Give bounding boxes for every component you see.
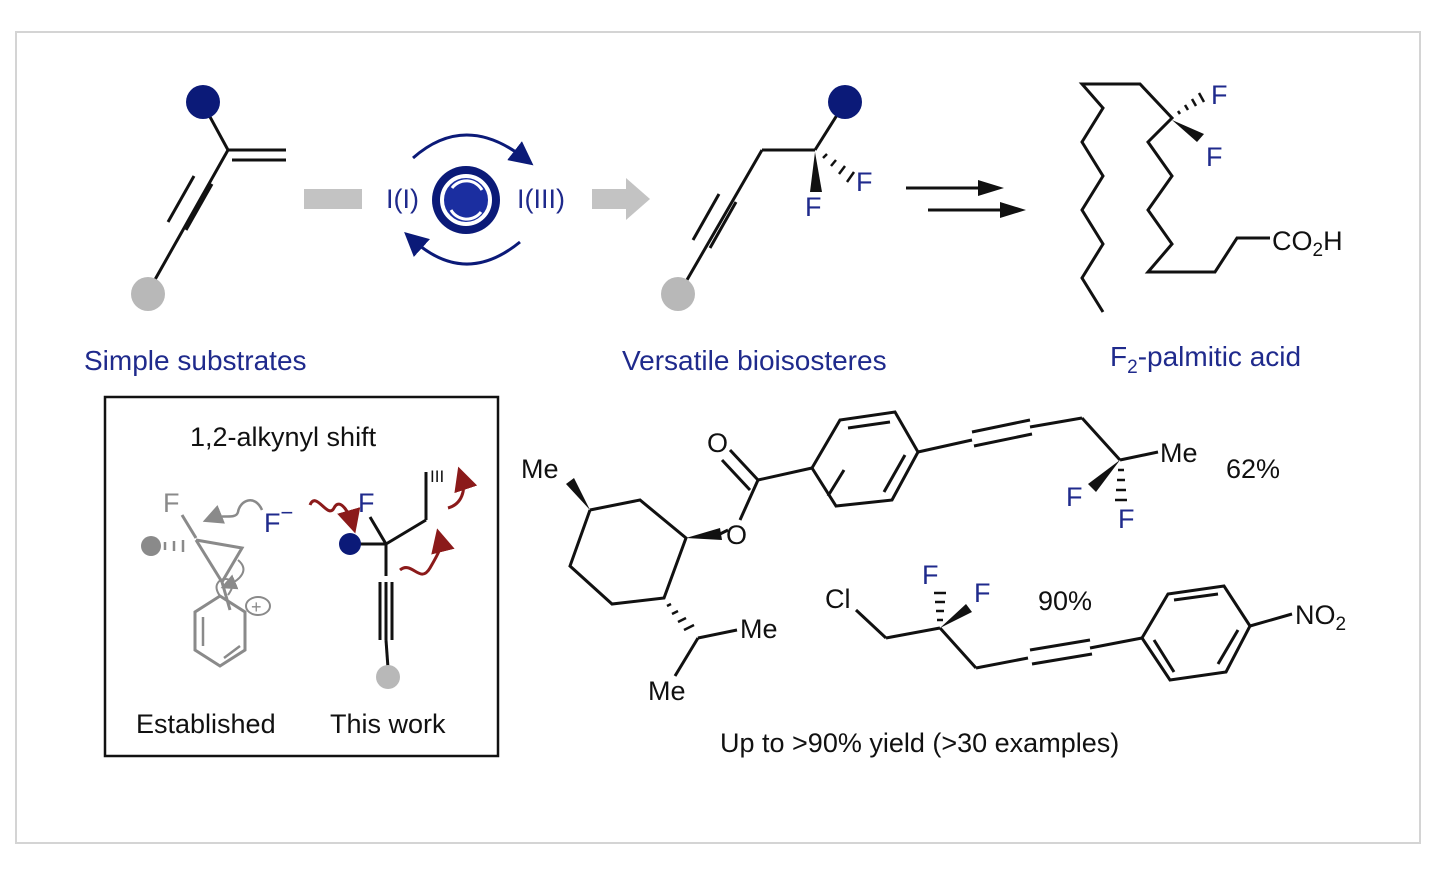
gray-substituent-dot — [141, 536, 161, 556]
yield-summary: Up to >90% yield (>30 examples) — [720, 728, 1119, 758]
fluorine-label: F — [163, 488, 180, 518]
carbonyl-oxygen-label: O — [707, 428, 728, 458]
iodine-valence-label: III — [430, 467, 444, 486]
iodine-one-label: I(I) — [386, 184, 419, 214]
this-work-label: This work — [330, 709, 446, 739]
hashed-bond-f — [822, 153, 856, 183]
fluorine-label: F — [974, 578, 991, 608]
caption-simple-substrates: Simple substrates — [84, 345, 307, 376]
gray-substituent-dot — [661, 277, 695, 311]
f2-palmitic-acid — [1078, 82, 1270, 313]
fluoride-label: F− — [264, 500, 293, 538]
fluorine-label: F — [358, 488, 375, 518]
carboxylic-acid-label: CO2H — [1272, 226, 1343, 261]
established-label: Established — [136, 709, 276, 739]
wedge-bond-f — [810, 152, 822, 192]
fluorine-label: F — [922, 560, 939, 590]
nitro-label: NO2 — [1295, 600, 1346, 635]
yield-menthyl-ester: 62% — [1226, 454, 1280, 484]
hashed-bond-f — [1176, 92, 1206, 115]
fluorine-label: F — [1118, 504, 1135, 534]
mechanism-box: 1,2-alkynyl shift F + F− — [103, 395, 500, 758]
mechanism-title: 1,2-alkynyl shift — [190, 422, 377, 452]
menthyl-ester-example: Me O O Me Me Me F F 62% — [521, 410, 1280, 706]
catalytic-cycle: I(I) I(III) — [386, 133, 565, 266]
multistep-arrow — [906, 180, 1026, 218]
methyl-label: Me — [1160, 438, 1198, 468]
process-bar — [304, 189, 362, 209]
fluorine-label: F — [1066, 482, 1083, 512]
this-work-mechanism: F III — [308, 466, 478, 689]
enyne-substrate — [146, 103, 286, 293]
fluorine-label: F — [1211, 80, 1228, 110]
fluorine-label: F — [805, 192, 822, 222]
methyl-label: Me — [521, 454, 559, 484]
established-mechanism: F + F− — [141, 488, 293, 668]
caption-versatile-bioisosteres: Versatile bioisosteres — [622, 345, 887, 376]
methyl-label: Me — [740, 614, 778, 644]
chloro-nitro-example: Cl F F 90% NO2 — [825, 560, 1346, 682]
fluorine-label: F — [1206, 142, 1223, 172]
navy-substituent-dot — [186, 85, 220, 119]
gray-substituent-dot — [131, 277, 165, 311]
navy-substituent-dot — [339, 533, 361, 555]
methyl-label: Me — [648, 676, 686, 706]
cation-symbol: + — [251, 597, 262, 617]
wedge-bond-f — [1172, 120, 1204, 142]
fluorine-label: F — [856, 167, 873, 197]
gray-substituent-dot — [376, 665, 400, 689]
chlorine-label: Cl — [825, 584, 851, 614]
ester-oxygen-label: O — [726, 520, 747, 550]
caption-f2-palmitic-acid: F2-palmitic acid — [1110, 341, 1301, 378]
process-arrow — [592, 178, 650, 220]
yield-chloro-nitro: 90% — [1038, 586, 1092, 616]
navy-substituent-dot — [828, 85, 862, 119]
iodine-three-label: I(III) — [517, 184, 565, 214]
